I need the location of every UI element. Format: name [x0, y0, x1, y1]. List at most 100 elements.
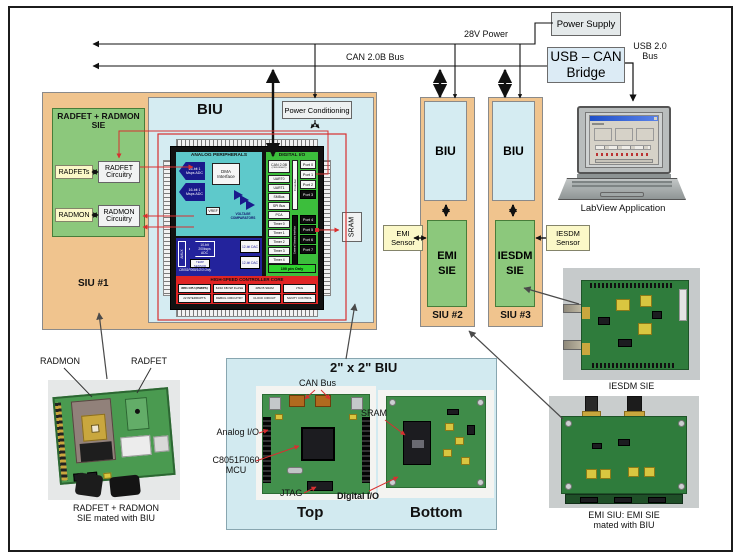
comparator-icon — [246, 200, 255, 210]
ic-chip — [592, 443, 602, 449]
emi-sensor-line1: EMI — [396, 229, 410, 238]
pin-strip — [592, 363, 676, 368]
radmon-circuitry-label: RADMON Circuitry — [103, 209, 135, 223]
biu-panel-title: 2" x 2" BIU — [330, 360, 398, 375]
capacitor — [461, 457, 470, 465]
siu2-label: SIU #2 — [432, 310, 463, 321]
can-connector — [289, 395, 305, 407]
bridge-line1: USB – CAN — [550, 48, 622, 64]
gold-pad — [582, 307, 590, 319]
usb-bus-label: USB 2.0 Bus — [626, 41, 674, 62]
screw-icon — [389, 399, 396, 406]
chip-stripe — [412, 440, 424, 448]
chip-vref-label: VREF — [208, 209, 218, 213]
labview-panel — [636, 128, 654, 141]
iesdm-sensor-box: IESDM Sensor — [546, 225, 590, 251]
iesdm-photo — [563, 268, 700, 380]
iesdm-sensor-line2: Sensor — [556, 238, 580, 247]
edge-connector — [648, 497, 666, 503]
biu-top-photo — [256, 386, 376, 500]
radfets-box: RADFETs — [55, 165, 93, 179]
chip-port: Port 7 — [300, 245, 316, 254]
biu-bottom-photo — [378, 390, 494, 498]
pin-strip — [590, 283, 674, 288]
chip-core-cell: 64/32 KB ISP FLASH — [213, 284, 246, 293]
chip-dac2-box: 12-bit DAC — [240, 256, 260, 269]
labview-status-bar — [595, 159, 653, 163]
siu2-biu-box: BIU — [424, 101, 467, 201]
ic-chip — [652, 311, 662, 319]
chip-can-box: CAN 2.0B (C8051F060/1) — [268, 160, 290, 173]
white-connector — [679, 289, 687, 321]
capacitor — [586, 469, 597, 479]
analog-io-label: Analog I/O — [216, 427, 259, 437]
chip-vref-box: VREF — [206, 207, 220, 215]
chip-pins-bottom — [176, 309, 318, 317]
capacitor — [638, 323, 652, 335]
usb-bus-line2: Bus — [642, 50, 658, 61]
cable — [74, 472, 104, 498]
edge-connector — [614, 497, 632, 503]
gold-pad — [582, 343, 590, 355]
chip-port: Port 5 — [300, 225, 316, 234]
chip-dma-label: DMA Interface — [217, 169, 235, 179]
white-connector — [153, 435, 170, 453]
oscillator — [287, 467, 303, 474]
white-connector — [120, 434, 152, 458]
emi-sensor-box: EMI Sensor — [383, 225, 423, 251]
chip-dac1-label: 12-bit DAC — [241, 244, 259, 249]
pcb-radmon-board — [52, 387, 176, 485]
laptop-touchpad — [600, 192, 644, 197]
siu3-biu-box: BIU — [492, 101, 535, 201]
chip-core-title: HIGH-SPEED CONTROLLER CORE — [210, 276, 284, 282]
capacitor — [616, 299, 630, 311]
jtag-connector — [307, 481, 333, 491]
sram-box: SRAM — [342, 212, 362, 242]
radmon-box: RADMON — [55, 208, 93, 222]
radfet-circuitry-label: RADFET Circuitry — [105, 165, 133, 179]
siu3-sie-line1: IESDM — [497, 250, 533, 263]
siu3-sie-box: IESDM SIE — [495, 220, 535, 307]
gold-plate — [81, 413, 108, 442]
mcu-label: C8051F060 MCU — [212, 455, 260, 476]
capacitor — [628, 467, 639, 477]
chip-core-cell: DEBUG CIRCUITRY — [213, 294, 246, 303]
chip-cap — [79, 441, 114, 462]
radmon-photo — [48, 380, 180, 500]
siu2-sie-box: EMI SIE — [427, 220, 467, 307]
labview-close-icon — [654, 117, 657, 120]
labview-panel — [594, 128, 612, 141]
regulator — [351, 397, 363, 410]
radmon-photo-label: RADMON — [40, 356, 80, 366]
screw-icon — [477, 399, 484, 406]
emi-caption-line1: EMI SIU: EMI SIE — [588, 510, 660, 520]
chip-peripheral: PCA — [268, 211, 290, 219]
capacitor — [600, 469, 611, 479]
pcb-bottom-board — [386, 396, 486, 488]
chip-peripheral: UART0 — [268, 175, 290, 183]
pcb-top-board — [262, 394, 370, 494]
ic-chip — [447, 409, 459, 415]
chip-peripheral: Timer 1 — [268, 229, 290, 237]
iesdm-sensor-line1: IESDM — [556, 229, 580, 238]
capacitor — [455, 437, 464, 445]
usb-can-bridge-box: USB – CAN Bridge — [547, 47, 625, 83]
chip-adc1-label: 16-bit 1 Msps ADC — [186, 167, 203, 175]
capacitor — [275, 414, 283, 420]
mcu-chip — [301, 427, 335, 461]
chip-temp-box: TEMP SENSOR — [190, 259, 210, 268]
siu1-label: SIU #1 — [78, 278, 109, 289]
chip-adc2-label: 16-bit 1 Msps ADC — [186, 188, 203, 196]
sma-connector — [563, 304, 583, 313]
iesdm-photo-caption: IESDM SIE — [608, 381, 655, 391]
chip-port: Port 6 — [300, 235, 316, 244]
chip-core-cell: 8051 CPU (25MIPS) — [178, 284, 211, 293]
power-bus-label: 28V Power — [464, 29, 509, 39]
screw-icon — [678, 483, 685, 490]
ic-chip — [618, 439, 630, 446]
can-connector — [315, 395, 331, 407]
chip-navy-note: C8051F060/1/2/3 Only — [179, 268, 212, 272]
die — [90, 424, 100, 433]
cable — [109, 474, 141, 498]
sram-photo-label: SRAM — [361, 408, 388, 418]
